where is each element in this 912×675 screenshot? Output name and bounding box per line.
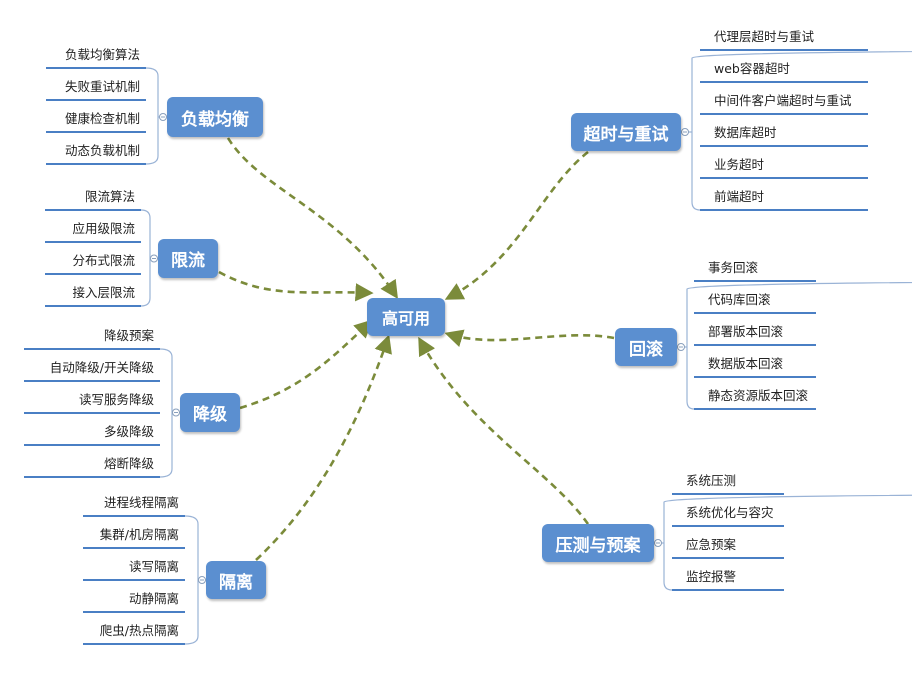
leaf-item[interactable]: 限流算法	[84, 189, 135, 204]
branch-stress-test-plan[interactable]: 压测与预案	[542, 524, 654, 562]
leaf-item[interactable]: 健康检查机制	[64, 111, 140, 126]
dashed-connector	[255, 334, 392, 561]
leaf-item[interactable]: 中间件客户端超时与重试	[714, 93, 852, 108]
leaf-item[interactable]: 失败重试机制	[64, 79, 140, 94]
leaf-item[interactable]: 接入层限流	[72, 285, 135, 300]
branch-load-balancing[interactable]: 负载均衡	[167, 97, 263, 137]
central-topic[interactable]: 高可用	[367, 298, 445, 336]
dashed-connector	[444, 150, 589, 300]
dashed-connector	[218, 270, 374, 302]
leaf-item[interactable]: 进程线程隔离	[103, 495, 179, 510]
leaf-item[interactable]: 多级降级	[103, 424, 154, 439]
leaf-item[interactable]: 前端超时	[714, 189, 765, 204]
leaf-bracket	[140, 209, 151, 307]
leaf-item[interactable]: 系统压测	[686, 473, 737, 488]
leaf-item[interactable]: 爬虫/热点隔离	[99, 623, 179, 638]
brackets	[24, 49, 912, 645]
branch-rollback[interactable]: 回滚	[615, 328, 677, 366]
leaf-item[interactable]: 应急预案	[686, 537, 737, 552]
dashed-connector	[226, 137, 398, 300]
branch-degradation[interactable]: 降级	[180, 393, 240, 432]
leaf-item[interactable]: 业务超时	[714, 157, 765, 172]
connectors	[218, 137, 615, 561]
leaf-item[interactable]: 降级预案	[103, 328, 154, 343]
leaf-item[interactable]: 监控报警	[686, 569, 737, 584]
leaf-bracket	[663, 494, 912, 591]
dashed-connector	[444, 329, 615, 347]
branch-isolation[interactable]: 隔离	[206, 561, 266, 599]
leaf-item[interactable]: web容器超时	[714, 61, 790, 76]
branch-rate-limiting[interactable]: 限流	[158, 239, 218, 278]
leaf-item[interactable]: 熔断降级	[103, 456, 154, 471]
leaf-item[interactable]: 集群/机房隔离	[99, 527, 179, 542]
leaf-item[interactable]: 分布式限流	[72, 253, 135, 268]
leaf-bracket	[145, 67, 159, 165]
leaf-item[interactable]: 部署版本回滚	[708, 324, 784, 339]
leaf-item[interactable]: 数据版本回滚	[708, 356, 784, 371]
leaf-item[interactable]: 负载均衡算法	[64, 47, 140, 62]
leaf-item[interactable]: 静态资源版本回滚	[708, 388, 809, 403]
leaf-item[interactable]: 事务回滚	[708, 260, 759, 275]
branch-timeout-retry[interactable]: 超时与重试	[571, 113, 681, 151]
leaf-item[interactable]: 动态负载机制	[64, 143, 140, 158]
leaf-item[interactable]: 动静隔离	[128, 591, 179, 606]
leaf-item[interactable]: 数据库超时	[714, 125, 777, 140]
dashed-connector	[418, 336, 590, 525]
dashed-connector	[239, 319, 373, 410]
leaf-item[interactable]: 应用级限流	[72, 221, 135, 236]
leaf-item[interactable]: 系统优化与容灾	[686, 505, 774, 520]
leaf-bracket	[159, 348, 173, 478]
leaf-item[interactable]: 读写服务降级	[78, 392, 154, 407]
leaf-bracket	[184, 515, 199, 645]
leaf-item[interactable]: 自动降级/开关降级	[49, 360, 154, 375]
leaf-item[interactable]: 代理层超时与重试	[714, 29, 815, 44]
leaf-bracket	[686, 281, 912, 410]
leaf-bracket	[691, 50, 912, 211]
leaf-item[interactable]: 读写隔离	[128, 559, 179, 574]
leaf-item[interactable]: 代码库回滚	[708, 292, 771, 307]
